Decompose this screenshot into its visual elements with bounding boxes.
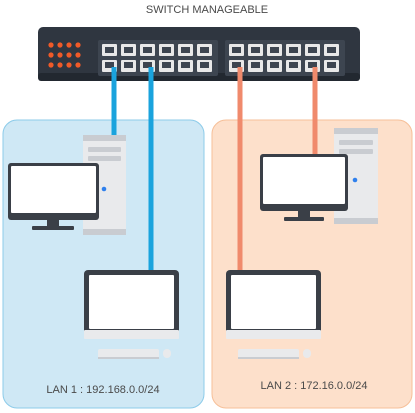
ethernet-port-socket: [124, 47, 133, 53]
ethernet-port-socket: [251, 47, 260, 53]
lan2-laptop-computer: [226, 270, 321, 359]
ethernet-port-socket: [270, 62, 279, 68]
ethernet-port-socket: [181, 47, 190, 53]
lan1-laptop-computer: [84, 270, 179, 359]
switch-led: [57, 52, 63, 58]
mouse: [163, 349, 171, 358]
lan2-label: LAN 2 : 172.16.0.0/24: [260, 380, 367, 392]
keyboard: [238, 349, 299, 359]
switch-led: [48, 42, 54, 48]
ethernet-port-socket: [251, 62, 260, 68]
switch-label: SWITCH MANAGEABLE: [146, 4, 268, 16]
ethernet-port-socket: [232, 62, 241, 68]
switch-led-panel: [48, 42, 81, 68]
desktop-monitor: [260, 154, 348, 221]
keyboard: [98, 349, 159, 359]
ethernet-port-socket: [105, 47, 114, 53]
ethernet-port-socket: [181, 62, 190, 68]
ethernet-port-socket: [124, 62, 133, 68]
ethernet-port-socket: [232, 47, 241, 53]
ethernet-port-socket: [162, 62, 171, 68]
ethernet-port-socket: [270, 47, 279, 53]
ethernet-port-socket: [327, 62, 336, 68]
switch-led: [66, 62, 72, 68]
lan1-label: LAN 1 : 192.168.0.0/24: [46, 384, 159, 396]
ethernet-port-socket: [200, 47, 209, 53]
switch-led: [75, 42, 81, 48]
switch-led: [75, 52, 81, 58]
switch-led: [75, 62, 81, 68]
ethernet-port-socket: [162, 47, 171, 53]
switch-led: [66, 52, 72, 58]
network-cables: [111, 67, 318, 272]
switch-led: [66, 42, 72, 48]
power-led-icon: [352, 177, 358, 183]
switch-led: [48, 52, 54, 58]
switch-led: [57, 42, 63, 48]
lan2-desktop-computer: [260, 128, 378, 224]
switch-led: [57, 62, 63, 68]
power-led-icon: [101, 186, 107, 192]
ethernet-port-socket: [200, 62, 209, 68]
network-switch: [38, 27, 360, 81]
lan1-desktop-computer: [8, 135, 126, 235]
desktop-monitor: [8, 163, 99, 230]
mouse: [303, 349, 311, 358]
ethernet-port-socket: [308, 62, 317, 68]
ethernet-port-socket: [289, 62, 298, 68]
ethernet-port-socket: [143, 62, 152, 68]
switch-led: [48, 62, 54, 68]
ethernet-port-socket: [289, 47, 298, 53]
ethernet-port-socket: [327, 47, 336, 53]
ethernet-port-socket: [308, 47, 317, 53]
ethernet-port-socket: [143, 47, 152, 53]
ethernet-port-socket: [105, 62, 114, 68]
